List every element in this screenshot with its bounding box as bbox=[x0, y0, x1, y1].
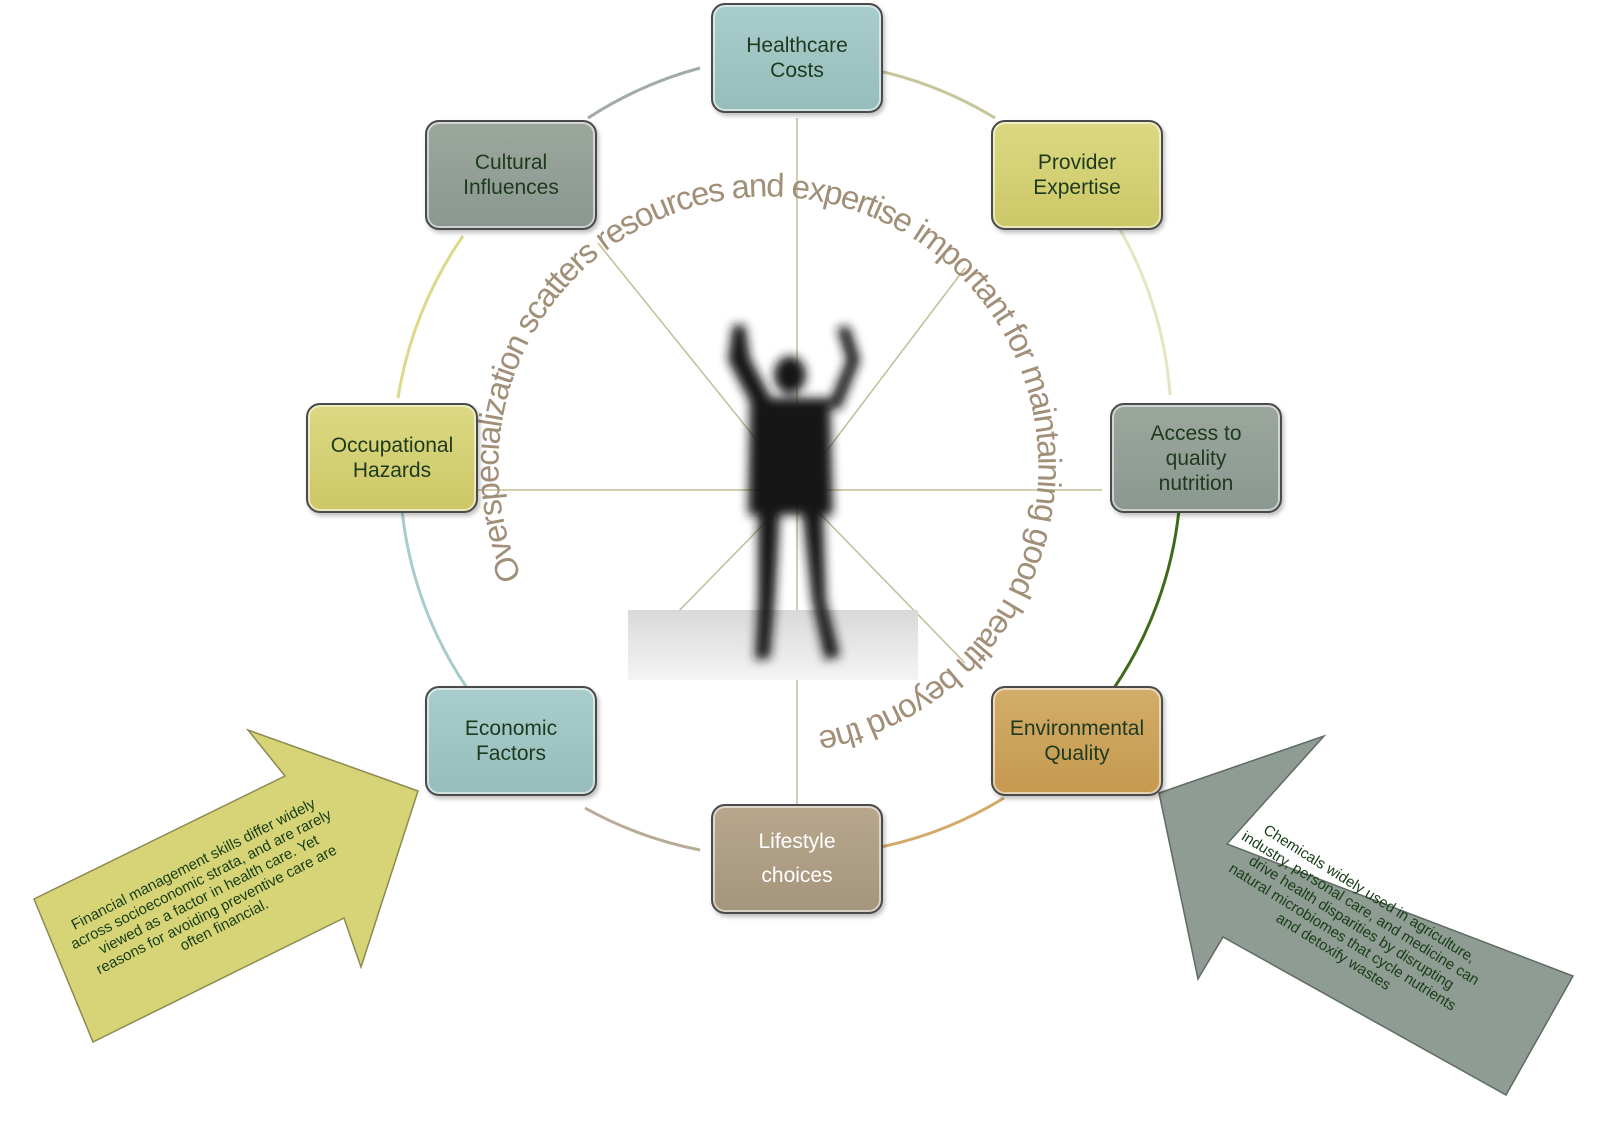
node-access-to-quality-nutrition: Access to quality nutrition bbox=[1110, 403, 1282, 513]
node-label-line: Occupational bbox=[330, 434, 454, 457]
ring-arc-environment-lifestyle bbox=[864, 796, 1005, 852]
node-environmental-quality: Environmental Quality bbox=[991, 686, 1163, 796]
person-silhouette-image bbox=[628, 325, 918, 680]
node-label-line: Cultural bbox=[474, 151, 548, 174]
node-label-line: Economic bbox=[464, 717, 558, 740]
node-label-line: Access to bbox=[1150, 421, 1242, 445]
left-callout-arrow bbox=[33, 728, 419, 1044]
node-cultural-influences: Cultural Influences bbox=[425, 120, 597, 230]
ring-arc-cultural-costs bbox=[587, 66, 701, 120]
node-label-line: choices bbox=[761, 864, 833, 887]
node-lifestyle-choices: Lifestyle choices bbox=[711, 804, 883, 914]
node-economic-factors: Economic Factors bbox=[425, 686, 597, 796]
node-label-line: Influences bbox=[463, 176, 559, 199]
ring-arc-lifestyle-economic bbox=[584, 806, 701, 852]
node-provider-expertise: Provider Expertise bbox=[991, 120, 1163, 230]
node-label-line: Quality bbox=[1044, 742, 1110, 765]
node-label-line: Factors bbox=[475, 742, 546, 765]
outer-ring bbox=[396, 66, 1181, 852]
ring-arc-economic-occupational bbox=[400, 509, 469, 689]
node-label-line: Lifestyle bbox=[758, 830, 836, 853]
ring-arc-provider-nutrition bbox=[1116, 225, 1172, 396]
ring-arc-costs-provider bbox=[864, 66, 996, 120]
ring-arc-occupational-cultural bbox=[396, 235, 465, 399]
node-label-line: nutrition bbox=[1158, 471, 1234, 495]
node-label-line: Costs bbox=[770, 59, 824, 82]
node-label-line: Expertise bbox=[1033, 176, 1121, 199]
node-healthcare-costs: Healthcare Costs bbox=[711, 3, 883, 113]
ring-arc-nutrition-environment bbox=[1112, 509, 1181, 689]
node-label-line: Healthcare bbox=[746, 34, 848, 57]
right-callout-arrow bbox=[1158, 734, 1575, 1097]
node-occupational-hazards: Occupational Hazards bbox=[306, 403, 478, 513]
node-label-line: quality bbox=[1165, 446, 1227, 470]
node-label-line: Hazards bbox=[352, 459, 432, 482]
spoke-environment bbox=[796, 489, 966, 664]
node-label-line: Environmental bbox=[1009, 717, 1145, 740]
node-label-line: Provider bbox=[1037, 151, 1117, 174]
